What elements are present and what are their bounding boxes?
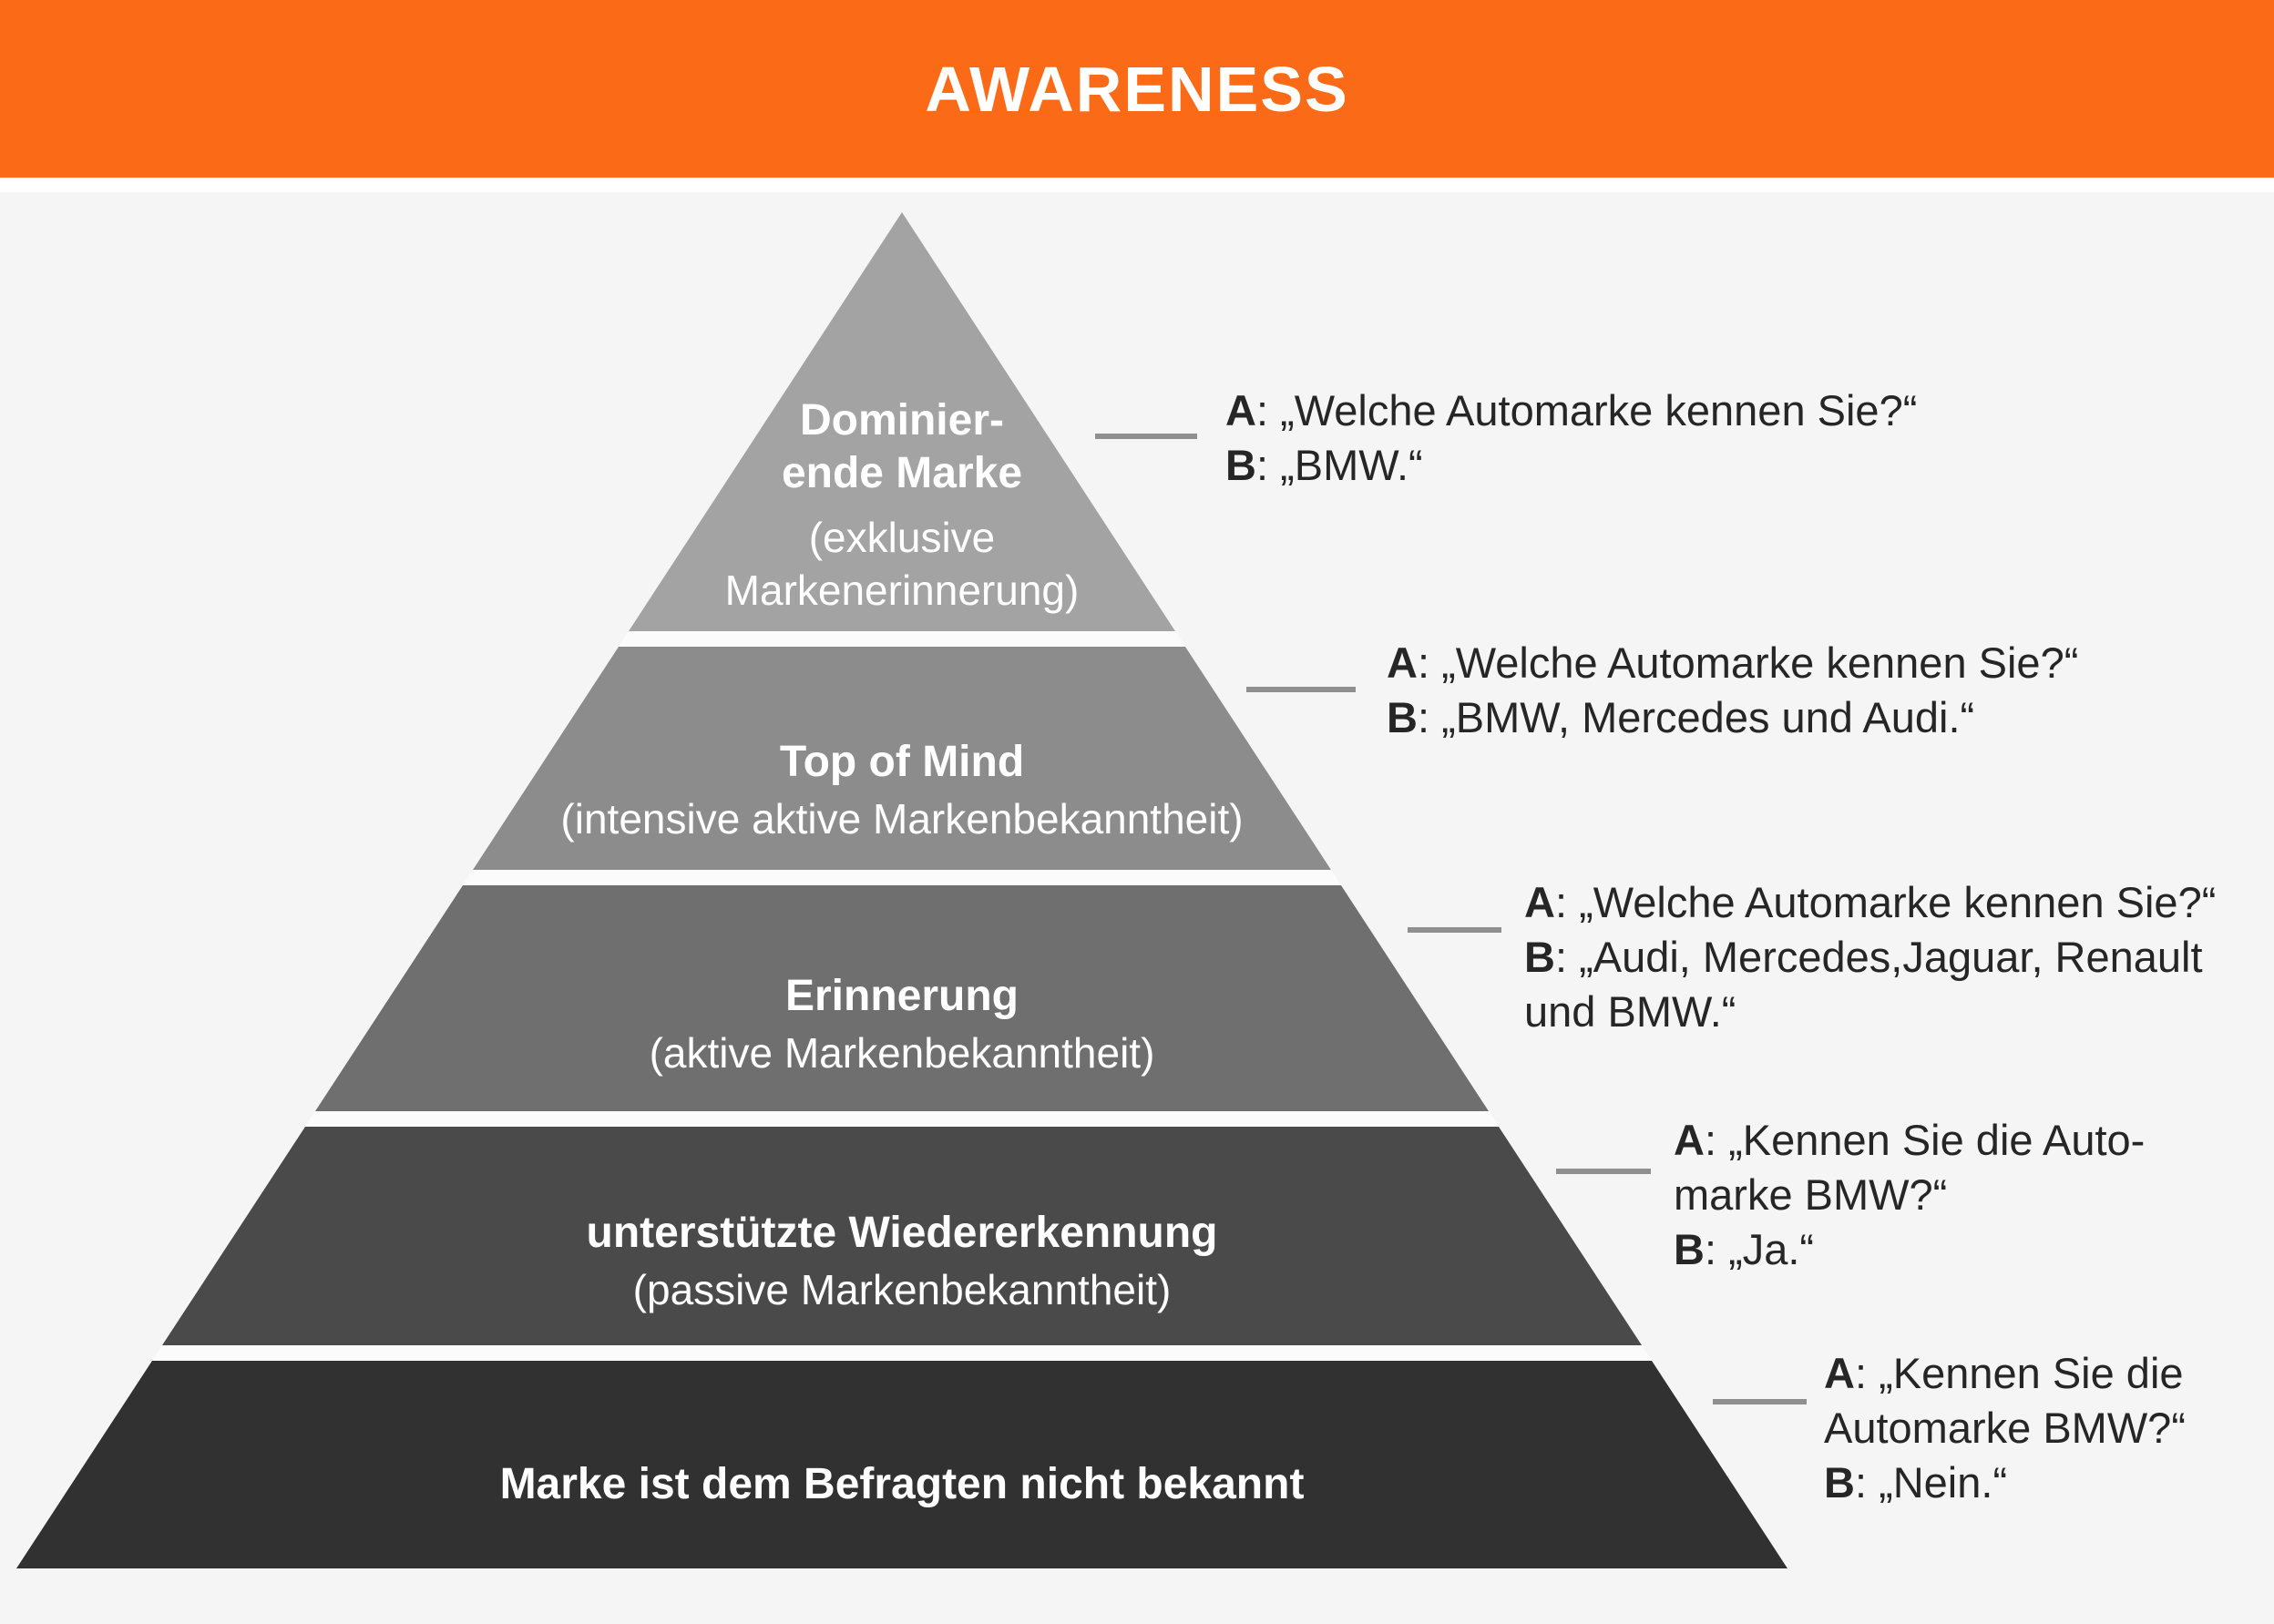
level-1-title-line: Dominier-	[799, 396, 1004, 444]
annotation-text: : „Kennen Sie die	[1854, 1349, 2184, 1397]
header: AWARENESS	[0, 0, 2274, 178]
pyramid-level-2-shape	[473, 647, 1331, 870]
annotation-level-3: A: „Welche Automarke kennen Sie?“ B: „Au…	[1524, 875, 2216, 1039]
annotation-line: A: „Welche Automarke kennen Sie?“	[1225, 383, 1917, 438]
annotation-line: B: „Ja.“	[1674, 1222, 2145, 1277]
annotation-line: und BMW.“	[1524, 985, 2216, 1039]
level-3-label: Erinnerung (aktive Markenbekanntheit)	[650, 970, 1155, 1079]
annotation-speaker: B	[1387, 693, 1418, 741]
annotation-line: A: „Welche Automarke kennen Sie?“	[1524, 875, 2216, 930]
pyramid-diagram	[16, 212, 1787, 1568]
annotation-text: : „Nein.“	[1854, 1458, 2008, 1507]
pyramid-level-3-shape	[315, 885, 1489, 1111]
annotation-line: B: „Nein.“	[1824, 1455, 2186, 1510]
level-3-subtitle-line: (aktive Markenbekanntheit)	[649, 1029, 1155, 1077]
level-4-subtitle-line: (passive Markenbekanntheit)	[632, 1266, 1172, 1313]
pyramid-level-4-shape	[162, 1127, 1642, 1345]
header-divider	[0, 178, 2274, 192]
annotation-line: A: „Kennen Sie die	[1824, 1346, 2186, 1401]
level-1-title-line: ende Marke	[781, 449, 1023, 497]
annotation-level-4: A: „Kennen Sie die Auto- marke BMW?“ B: …	[1674, 1113, 2145, 1277]
annotation-line: Automarke BMW?“	[1824, 1401, 2186, 1455]
annotation-text: : „BMW.“	[1255, 441, 1423, 489]
level-2-title-line: Top of Mind	[779, 738, 1025, 786]
annotation-speaker: A	[1824, 1349, 1855, 1397]
level-5-title-line: Marke ist dem Befragten nicht bekannt	[499, 1460, 1305, 1508]
level-2-subtitle-line: (intensive aktive Markenbekanntheit)	[560, 795, 1244, 843]
annotation-speaker: B	[1225, 441, 1256, 489]
annotation-text: : „Kennen Sie die Auto-	[1704, 1116, 2146, 1164]
level-2-label: Top of Mind (intensive aktive Markenbeka…	[560, 736, 1243, 845]
annotation-speaker: A	[1225, 386, 1256, 434]
annotation-speaker: B	[1524, 933, 1555, 981]
annotation-level-5: A: „Kennen Sie die Automarke BMW?“ B: „N…	[1824, 1346, 2186, 1510]
connector-line-level-5	[1713, 1399, 1807, 1404]
annotation-line: A: „Welche Automarke kennen Sie?“	[1387, 636, 2078, 690]
annotation-text: marke BMW?“	[1674, 1170, 1948, 1219]
connector-line-level-3	[1408, 927, 1501, 933]
annotation-text: : „Welche Automarke kennen Sie?“	[1417, 638, 2079, 687]
pyramid-stage: Dominier- ende Marke (exklusive Markener…	[0, 192, 2274, 1624]
level-3-title-line: Erinnerung	[784, 972, 1019, 1020]
annotation-text: : „Welche Automarke kennen Sie?“	[1255, 386, 1918, 434]
annotation-speaker: A	[1387, 638, 1418, 687]
annotation-line: marke BMW?“	[1674, 1168, 2145, 1222]
annotation-speaker: B	[1674, 1225, 1705, 1273]
annotation-speaker: A	[1674, 1116, 1705, 1164]
level-5-label: Marke ist dem Befragten nicht bekannt	[500, 1458, 1305, 1511]
connector-line-level-1	[1095, 434, 1197, 439]
annotation-line: B: „BMW.“	[1225, 438, 1917, 493]
connector-line-level-4	[1556, 1169, 1651, 1174]
annotation-text: : „Welche Automarke kennen Sie?“	[1554, 878, 2217, 926]
annotation-line: B: „Audi, Mercedes,Jaguar, Renault	[1524, 930, 2216, 985]
annotation-text: : „BMW, Mercedes und Audi.“	[1417, 693, 1975, 741]
level-4-title-line: unterstützte Wiedererkennung	[586, 1209, 1218, 1257]
level-1-label: Dominier- ende Marke (exklusive Markener…	[725, 394, 1080, 617]
annotation-text: : „Ja.“	[1704, 1225, 1815, 1273]
page-title: AWARENESS	[925, 53, 1349, 125]
level-4-label: unterstützte Wiedererkennung (passive Ma…	[587, 1207, 1218, 1316]
annotation-speaker: B	[1824, 1458, 1855, 1507]
pyramid-level-5-shape	[16, 1361, 1787, 1568]
annotation-level-2: A: „Welche Automarke kennen Sie?“ B: „BM…	[1387, 636, 2078, 745]
annotation-text: : „Audi, Mercedes,Jaguar, Renault	[1554, 933, 2203, 981]
annotation-level-1: A: „Welche Automarke kennen Sie?“ B: „BM…	[1225, 383, 1917, 493]
level-1-subtitle-line: Markenerinnerung)	[724, 567, 1080, 614]
annotation-line: A: „Kennen Sie die Auto-	[1674, 1113, 2145, 1168]
annotation-text: Automarke BMW?“	[1824, 1404, 2186, 1452]
annotation-text: und BMW.“	[1524, 987, 1736, 1036]
connector-line-level-2	[1246, 687, 1356, 692]
level-1-subtitle-line: (exklusive	[808, 514, 996, 561]
annotation-line: B: „BMW, Mercedes und Audi.“	[1387, 690, 2078, 745]
annotation-speaker: A	[1524, 878, 1555, 926]
pyramid-level-1-shape	[629, 212, 1175, 631]
